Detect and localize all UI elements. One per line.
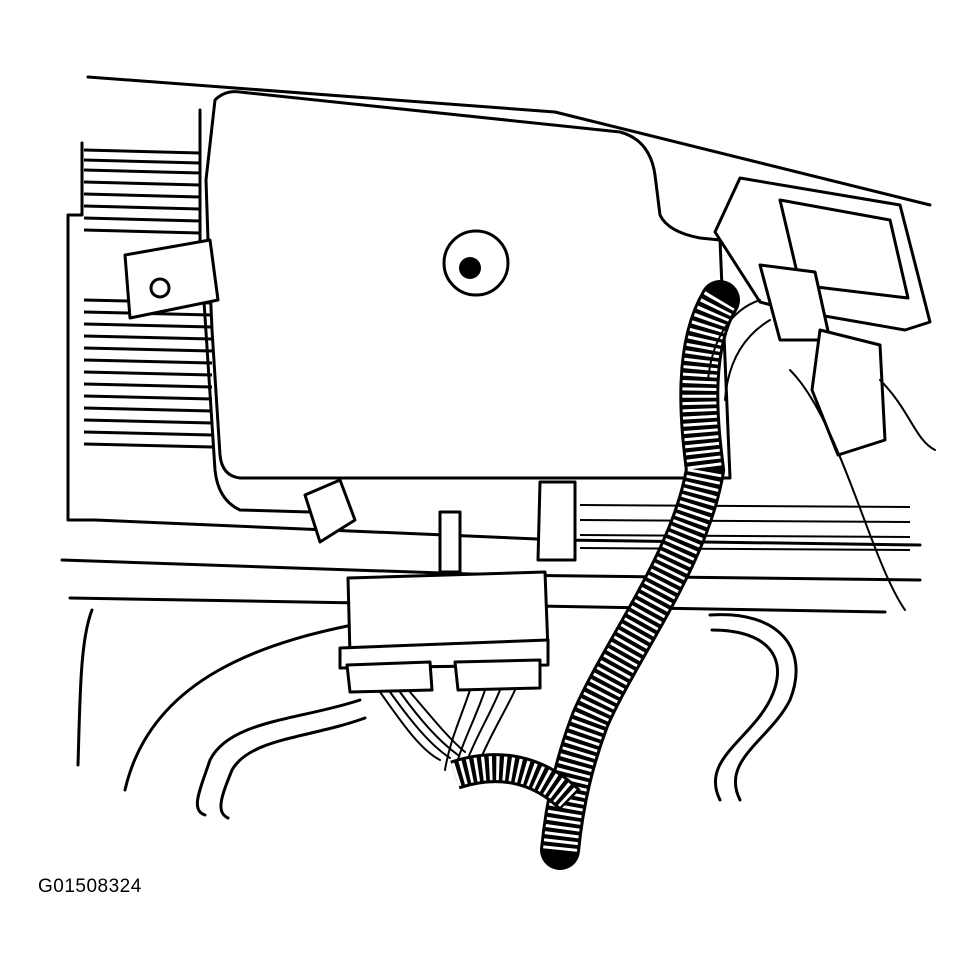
- figure-id-label: G01508324: [38, 876, 142, 897]
- hatch-line: [83, 370, 213, 377]
- hatch-line: [83, 382, 213, 389]
- hatch-line: [83, 442, 213, 449]
- lower-connector: [338, 570, 550, 694]
- control-module-housing: [198, 90, 732, 514]
- hatch-line: [83, 406, 213, 413]
- panel-hatching: [83, 148, 911, 551]
- hatch-line: [579, 534, 911, 538]
- hatch-line: [83, 204, 201, 211]
- hatch-line: [579, 547, 911, 551]
- hose-loop-right: [708, 613, 798, 802]
- wire-loom: [450, 280, 740, 870]
- hatch-line: [83, 430, 213, 437]
- housing-tabs: [303, 478, 577, 574]
- hatch-line: [83, 346, 213, 353]
- hatch-line: [579, 519, 911, 523]
- upper-right-connector: [713, 176, 932, 457]
- hatch-line: [83, 148, 201, 155]
- hatch-line: [83, 228, 201, 235]
- hatch-line: [83, 192, 201, 199]
- hatch-line: [579, 504, 911, 508]
- hatch-line: [83, 322, 213, 329]
- hatch-line: [83, 334, 213, 341]
- upper-wires: [707, 299, 936, 611]
- hatch-line: [83, 394, 213, 401]
- mounting-bracket-left: [123, 238, 220, 320]
- hatch-line: [83, 216, 201, 223]
- hatch-line: [83, 180, 201, 187]
- hose-left: [195, 698, 367, 820]
- hatch-line: [83, 168, 201, 175]
- hatch-line: [83, 418, 213, 425]
- hatch-line: [83, 158, 201, 165]
- hatch-line: [83, 358, 213, 365]
